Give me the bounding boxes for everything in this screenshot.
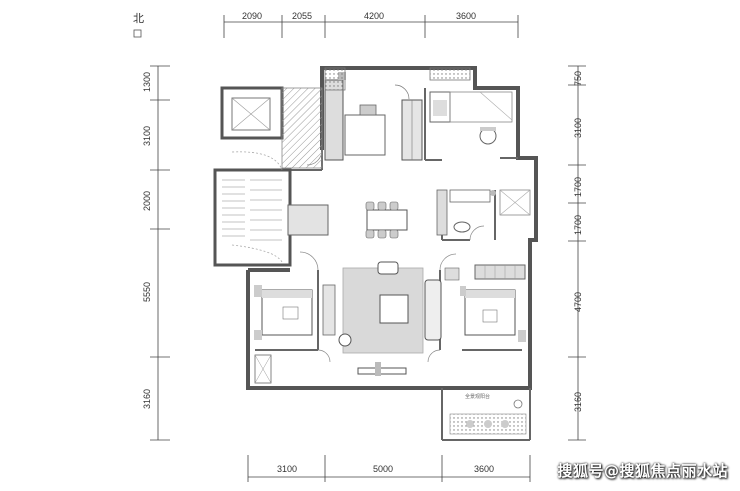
dim-top-2: 2055 [292, 11, 312, 21]
dim-left-2: 3100 [142, 126, 152, 146]
balcony-label: 全景观阳台 [465, 393, 490, 400]
treadmill-icon [357, 362, 407, 376]
north-label: 北 [133, 12, 144, 25]
dim-bottom-3: 3600 [474, 464, 494, 474]
south-balcony: 全景观阳台 [449, 393, 527, 435]
left-dimension-line [150, 65, 170, 441]
stairwell [213, 168, 292, 267]
dim-right-5: 4700 [573, 292, 583, 312]
bathroom-center [436, 189, 531, 236]
top-dimension-line [223, 15, 519, 38]
bathroom-north [429, 91, 513, 145]
storage-cabinet-left [287, 204, 329, 236]
dim-left-4: 5550 [142, 282, 152, 302]
dim-bottom-2: 5000 [373, 464, 393, 474]
dim-left-5: 3160 [142, 389, 152, 409]
storage-cabinet-right [474, 264, 526, 280]
north-balcony-left [324, 67, 346, 91]
stair-treads [222, 179, 282, 241]
dim-top-4: 3600 [456, 11, 476, 21]
coffee-table [379, 294, 409, 324]
dim-bottom-1: 3100 [277, 464, 297, 474]
dim-left-3: 2000 [142, 191, 152, 211]
dim-right-6: 3160 [573, 392, 583, 412]
tv-unit [322, 284, 336, 336]
dim-right-4: 1700 [573, 215, 583, 235]
dim-top-3: 4200 [364, 11, 384, 21]
dim-left-1: 1300 [142, 72, 152, 92]
dim-right-2: 3100 [573, 118, 583, 138]
watermark: 搜狐号@搜狐焦点丽水站 [557, 462, 728, 480]
north-balcony-right [429, 67, 471, 81]
stair-curve [231, 151, 283, 263]
door-swings [299, 149, 485, 363]
armchair [377, 261, 399, 275]
dim-right-1: 750 [573, 71, 583, 86]
dining-table [365, 201, 408, 239]
kitchen [324, 72, 423, 161]
bottom-dimension-line [247, 455, 531, 482]
bedroom-east [444, 267, 526, 342]
bedroom-west [254, 285, 313, 384]
dim-right-3: 1700 [573, 177, 583, 197]
elevator-car [231, 97, 271, 131]
lounge-chair [338, 333, 352, 347]
sofa [424, 279, 442, 341]
dim-top-1: 2090 [242, 11, 262, 21]
right-dimension-line [568, 65, 586, 441]
north-marker-icon [133, 29, 142, 38]
hatched-shaft [281, 87, 323, 169]
